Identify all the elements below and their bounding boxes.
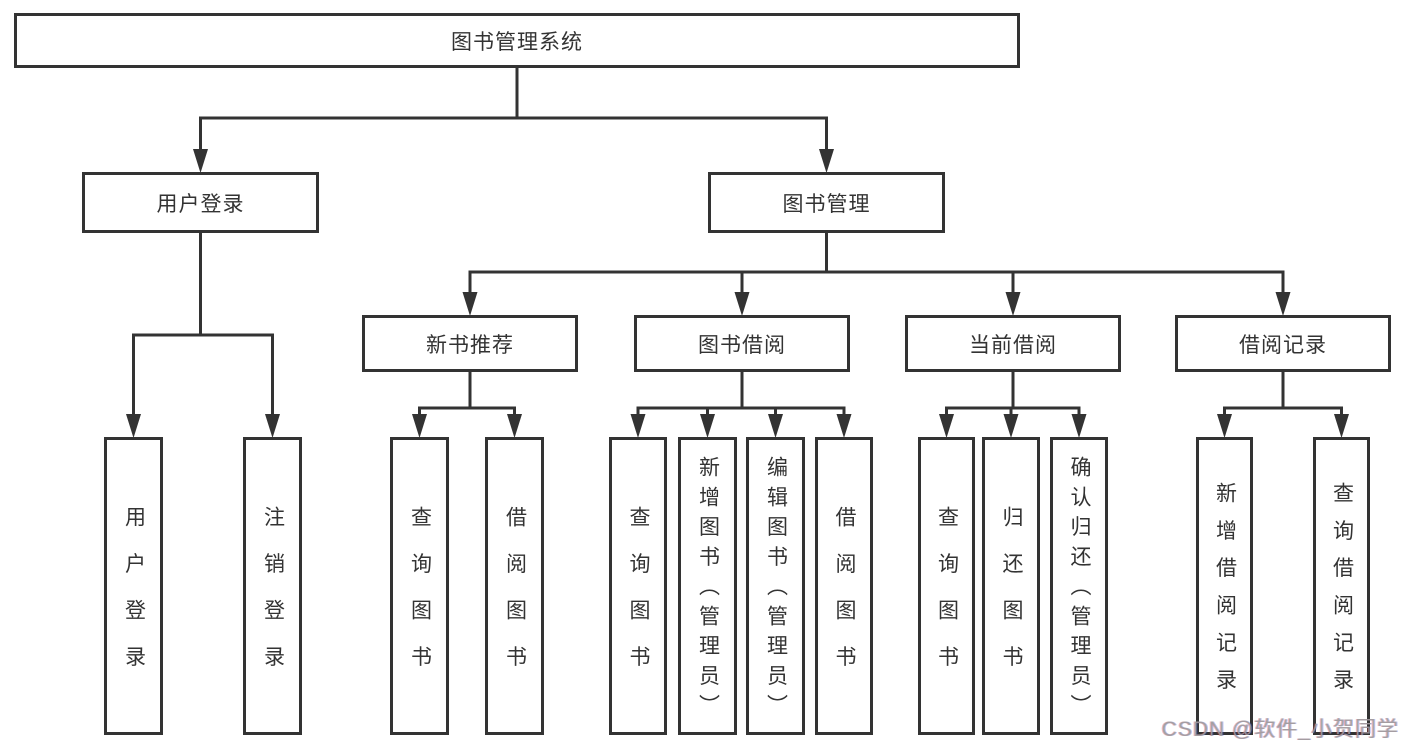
node-label-bb-add: 新增图书（管理员） (696, 456, 720, 725)
node-label-nbr-query: 查询图书 (408, 505, 432, 692)
node-br-add: 新增借阅记录 (1196, 437, 1253, 735)
node-label-br-add: 新增借阅记录 (1213, 482, 1237, 707)
node-bb-add: 新增图书（管理员） (678, 437, 737, 735)
node-label-br-query: 查询借阅记录 (1330, 482, 1354, 707)
node-label-cb-query: 查询图书 (935, 505, 959, 692)
node-nbr-query: 查询图书 (390, 437, 449, 735)
node-label-user-login: 用户登录 (156, 192, 245, 216)
node-cb-return: 归还图书 (982, 437, 1040, 735)
node-bb-borrow: 借阅图书 (815, 437, 873, 735)
node-label-book-management: 图书管理 (782, 192, 871, 216)
node-label-new-book-recommend: 新书推荐 (426, 333, 514, 357)
node-current-borrow: 当前借阅 (905, 315, 1121, 372)
node-root: 图书管理系统 (14, 13, 1020, 68)
node-label-bb-borrow: 借阅图书 (833, 505, 856, 692)
watermark: CSDN @软件_小贺同学 (1161, 718, 1399, 741)
node-label-cb-return: 归还图书 (1000, 505, 1023, 692)
node-ul-login-leaf: 用户登录 (104, 437, 163, 735)
node-cb-confirm: 确认归还（管理员） (1050, 437, 1108, 735)
node-book-management: 图书管理 (708, 172, 945, 233)
node-label-borrow-records: 借阅记录 (1239, 333, 1327, 357)
node-label-current-borrow: 当前借阅 (969, 333, 1057, 357)
node-ul-logout: 注销登录 (243, 437, 302, 735)
node-book-borrow: 图书借阅 (634, 315, 850, 372)
node-user-login: 用户登录 (82, 172, 319, 233)
node-nbr-borrow: 借阅图书 (485, 437, 544, 735)
node-label-book-borrow: 图书借阅 (698, 333, 786, 357)
node-label-ul-login-leaf: 用户登录 (122, 505, 146, 692)
node-new-book-recommend: 新书推荐 (362, 315, 578, 372)
node-label-root: 图书管理系统 (451, 30, 583, 54)
node-bb-query: 查询图书 (609, 437, 667, 735)
node-cb-query: 查询图书 (918, 437, 975, 735)
node-label-ul-logout: 注销登录 (261, 505, 285, 692)
node-label-cb-confirm: 确认归还（管理员） (1068, 456, 1091, 725)
node-br-query: 查询借阅记录 (1313, 437, 1370, 735)
node-borrow-records: 借阅记录 (1175, 315, 1391, 372)
node-label-bb-query: 查询图书 (627, 505, 650, 692)
node-label-bb-edit: 编辑图书（管理员） (764, 456, 788, 725)
node-label-nbr-borrow: 借阅图书 (503, 505, 527, 692)
node-bb-edit: 编辑图书（管理员） (746, 437, 805, 735)
